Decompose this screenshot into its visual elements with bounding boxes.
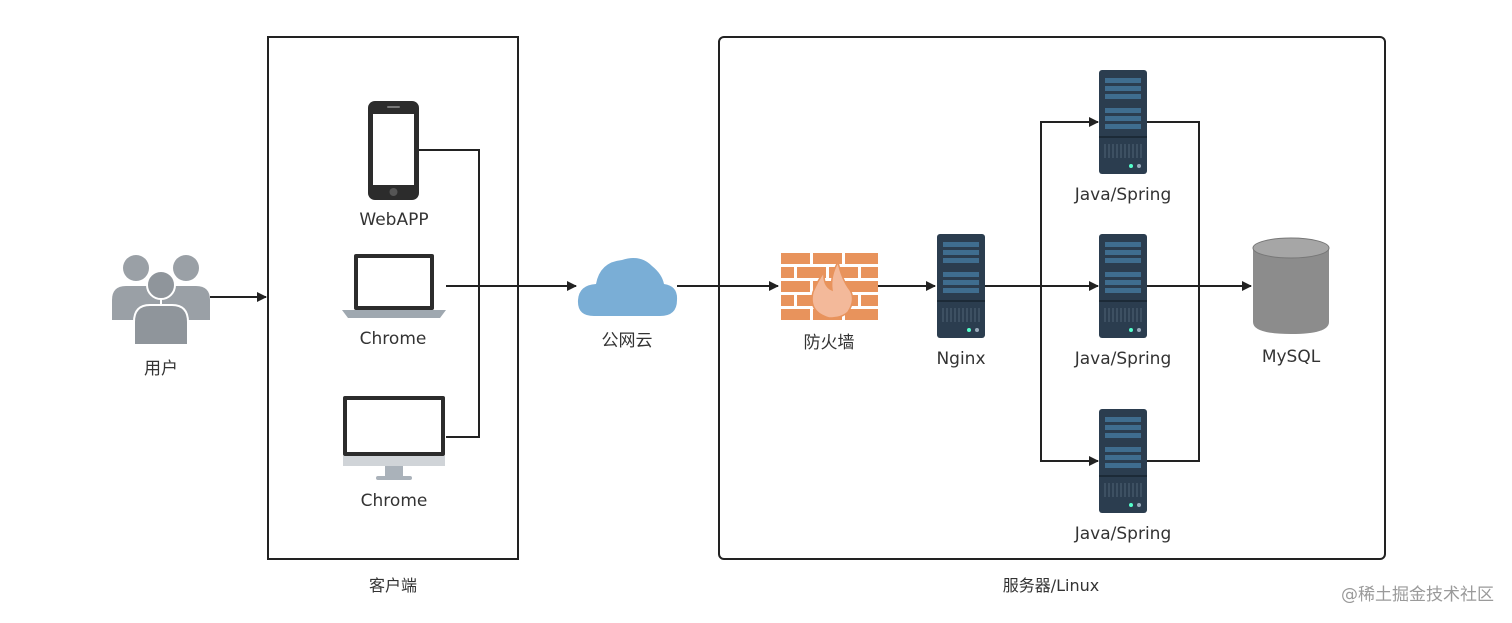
app-server-2-label: Java/Spring (1074, 349, 1172, 369)
user-label: 用户 (144, 359, 178, 379)
app-server-3-icon (1098, 408, 1148, 514)
edge-desktop-to-bus (446, 286, 480, 438)
client-group-box (267, 36, 519, 560)
nginx-server-icon (936, 233, 986, 339)
server-group-box (718, 36, 1386, 560)
smartphone-icon (368, 101, 419, 200)
cloud-label: 公网云 (602, 331, 653, 351)
edge-nginx-to-app-3 (1040, 286, 1099, 466)
firewall-label: 防火墙 (804, 333, 855, 353)
laptop-chrome-label: Chrome (360, 329, 427, 349)
edge-webapp-to-bus (419, 149, 480, 286)
cloud-icon (577, 258, 678, 316)
desktop-chrome-label: Chrome (361, 491, 428, 511)
edge-nginx-to-app-1 (1040, 117, 1099, 286)
app-server-2-icon (1098, 233, 1148, 339)
edge-app-1-to-bus (1146, 121, 1200, 286)
webapp-label: WebAPP (359, 210, 428, 230)
desktop-monitor-icon (343, 396, 445, 480)
server-group-label: 服务器/Linux (1003, 576, 1100, 595)
nginx-label: Nginx (936, 349, 985, 369)
laptop-icon (342, 254, 446, 318)
app-server-1-label: Java/Spring (1074, 185, 1172, 205)
watermark: @稀土掘金技术社区 (1341, 585, 1494, 605)
mysql-label: MySQL (1262, 347, 1321, 367)
app-server-1-icon (1098, 69, 1148, 175)
database-icon (1252, 237, 1330, 334)
users-icon (112, 255, 210, 346)
client-group-label: 客户端 (369, 576, 417, 595)
firewall-icon (781, 253, 878, 320)
app-server-3-label: Java/Spring (1074, 524, 1172, 544)
edge-app-3-to-bus (1146, 286, 1200, 462)
